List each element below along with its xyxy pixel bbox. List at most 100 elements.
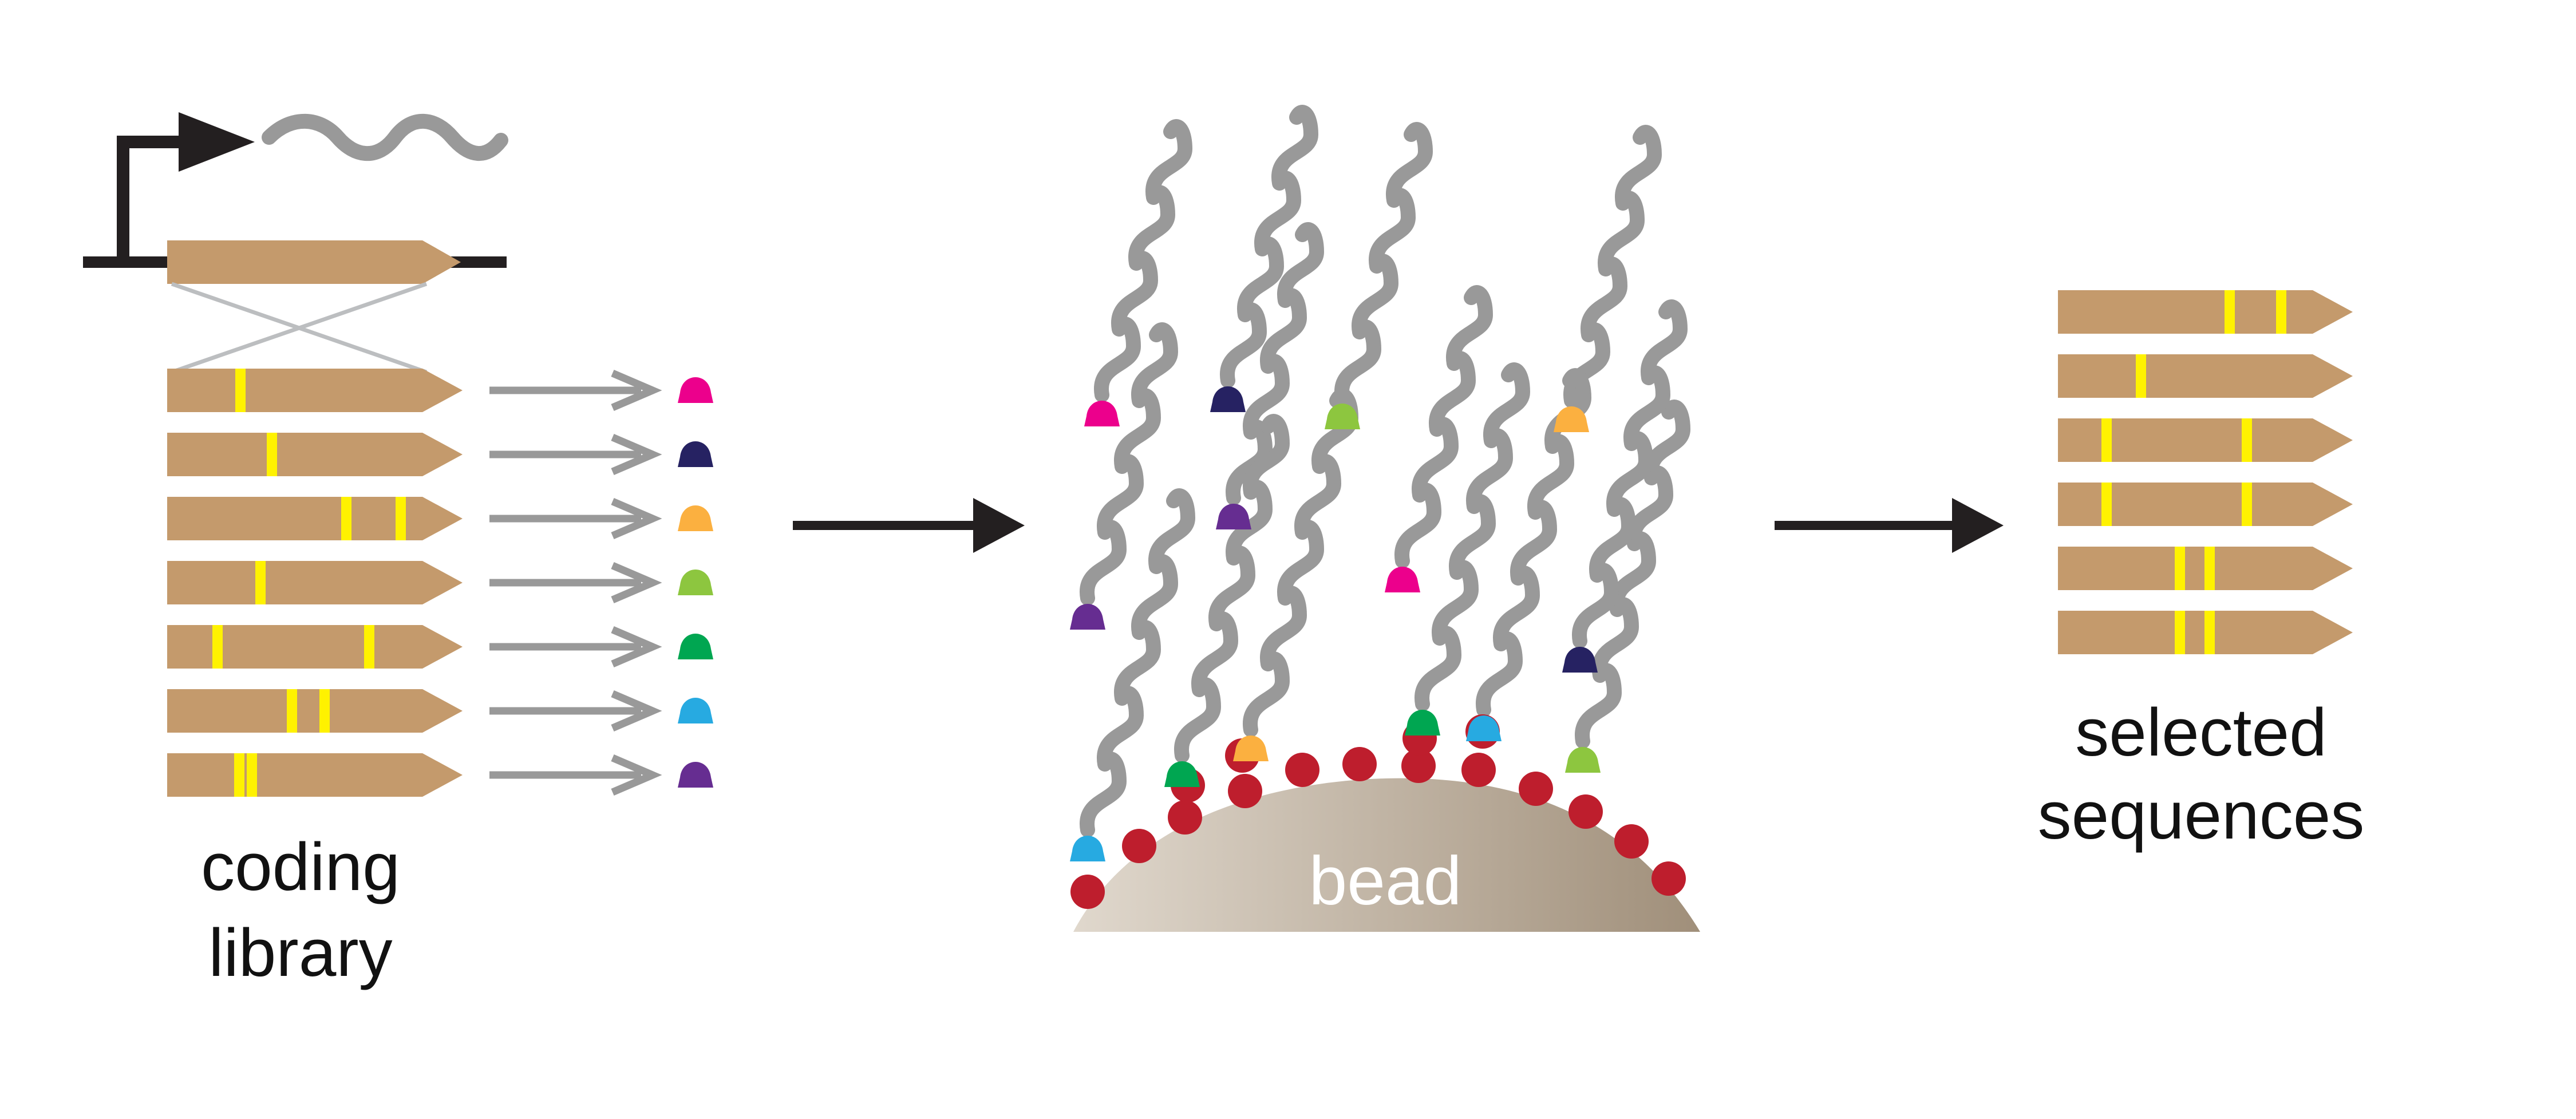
gray-arrow-icon bbox=[489, 754, 662, 796]
peptide-shape bbox=[1070, 604, 1105, 630]
gray-arrow-icon bbox=[489, 498, 662, 539]
phage-strand bbox=[1174, 414, 1290, 763]
phage-strand bbox=[1226, 222, 1324, 505]
mutation-stripe bbox=[2242, 418, 2252, 462]
selected-gene-row bbox=[2058, 483, 2353, 526]
peptide-shape bbox=[1216, 504, 1251, 529]
arrow-to-bead-icon bbox=[793, 498, 1025, 553]
mutation-stripe bbox=[234, 753, 244, 797]
peptide-cyan bbox=[678, 698, 713, 723]
mutation-stripe bbox=[2101, 483, 2112, 526]
library-label-line2: library bbox=[208, 915, 392, 991]
selected-label-line1: selected bbox=[2075, 695, 2327, 770]
library-gene-row bbox=[167, 497, 463, 540]
selected-gene-row bbox=[2058, 611, 2353, 654]
peptide-shape bbox=[1070, 836, 1105, 861]
phage-strand bbox=[1415, 362, 1530, 711]
arrow-head bbox=[611, 690, 662, 731]
library-gene-row bbox=[167, 369, 463, 412]
displayed-peptide-magenta bbox=[1385, 567, 1420, 592]
arrow-head bbox=[611, 626, 662, 667]
phage-strand bbox=[1080, 488, 1195, 837]
peptide-lime bbox=[678, 570, 713, 595]
target-molecule bbox=[1568, 794, 1603, 829]
mutation-stripe bbox=[2136, 354, 2146, 398]
expressed-peptides bbox=[678, 377, 713, 788]
peptide-shape bbox=[678, 762, 713, 788]
phage-strand bbox=[1080, 322, 1178, 606]
phage-strand bbox=[1094, 119, 1192, 402]
gene-body bbox=[2058, 418, 2353, 462]
arrow-head bbox=[611, 370, 662, 411]
expression-arrows bbox=[489, 370, 662, 796]
promoter-arrow-icon bbox=[117, 112, 255, 262]
target-molecule bbox=[1461, 753, 1496, 787]
peptide-shape bbox=[1466, 715, 1502, 741]
phage-strand bbox=[1243, 388, 1358, 737]
gene-body bbox=[2058, 483, 2353, 526]
gene-body bbox=[2058, 354, 2353, 398]
phage-strand bbox=[1575, 400, 1690, 749]
peptide-orange bbox=[678, 505, 713, 531]
peptide-shape bbox=[678, 505, 713, 531]
mutation-stripe bbox=[287, 689, 297, 733]
mrna-transcript bbox=[262, 113, 508, 161]
mutation-stripe bbox=[267, 433, 277, 476]
phage-strand bbox=[1563, 125, 1662, 408]
peptide-shape bbox=[678, 441, 713, 467]
peptide-shape bbox=[1233, 736, 1269, 761]
gene-body bbox=[167, 433, 463, 476]
displayed-peptide-orange bbox=[1554, 406, 1589, 432]
mutation-stripe bbox=[319, 689, 330, 733]
peptide-shape bbox=[1554, 406, 1589, 432]
selected-label-line2: sequences bbox=[2038, 778, 2365, 853]
bead-panel: bead bbox=[1070, 105, 1700, 932]
bound-peptide-lime bbox=[1565, 747, 1601, 773]
peptide-shape bbox=[1565, 747, 1601, 773]
target-molecule bbox=[1122, 829, 1156, 863]
mutation-stripe bbox=[2204, 611, 2215, 654]
displayed-peptide-magenta bbox=[1084, 401, 1120, 426]
selected-gene-row bbox=[2058, 354, 2353, 398]
library-gene-row bbox=[167, 689, 463, 733]
gene-body bbox=[167, 753, 463, 797]
arrow-head bbox=[611, 562, 662, 603]
mutation-stripe bbox=[2204, 547, 2215, 590]
gray-arrow-icon bbox=[489, 562, 662, 603]
parent-gene bbox=[167, 240, 461, 284]
displayed-peptide-purple bbox=[1070, 604, 1105, 630]
selected-panel: selected sequences bbox=[2038, 290, 2365, 853]
mutation-stripe bbox=[2276, 290, 2286, 334]
arrow-head bbox=[611, 498, 662, 539]
target-molecule bbox=[1342, 747, 1377, 781]
bound-peptide-cyan bbox=[1070, 836, 1105, 861]
arrow-head bbox=[611, 754, 662, 796]
library-label-line1: coding bbox=[201, 829, 400, 905]
peptide-shape bbox=[678, 634, 713, 659]
bound-peptide-orange bbox=[1233, 736, 1269, 761]
peptide-shape bbox=[1562, 647, 1598, 673]
mutation-stripe bbox=[247, 753, 257, 797]
mutation-stripe bbox=[364, 625, 374, 669]
bound-peptide-cyan bbox=[1466, 715, 1502, 741]
gray-arrow-icon bbox=[489, 370, 662, 411]
peptide-shape bbox=[1164, 761, 1200, 787]
bound-peptide-green bbox=[1405, 710, 1440, 736]
mutation-stripe bbox=[2225, 290, 2235, 334]
library-gene-row bbox=[167, 625, 463, 669]
gene-body bbox=[167, 625, 463, 669]
bound-peptide-green bbox=[1164, 761, 1200, 787]
peptide-shape bbox=[678, 570, 713, 595]
target-molecule bbox=[1070, 875, 1105, 909]
displayed-peptide-navy bbox=[1210, 386, 1246, 412]
mutation-stripe bbox=[2175, 611, 2185, 654]
arrow-to-selected-icon bbox=[1775, 498, 2004, 553]
phage-strand bbox=[1334, 122, 1433, 405]
mutation-stripe bbox=[396, 497, 406, 540]
displayed-peptide-purple bbox=[1216, 504, 1251, 529]
displayed-peptide-lime bbox=[1325, 404, 1360, 429]
bead-label: bead bbox=[1309, 843, 1462, 919]
target-molecule bbox=[1614, 824, 1649, 859]
gene-body bbox=[167, 369, 463, 412]
